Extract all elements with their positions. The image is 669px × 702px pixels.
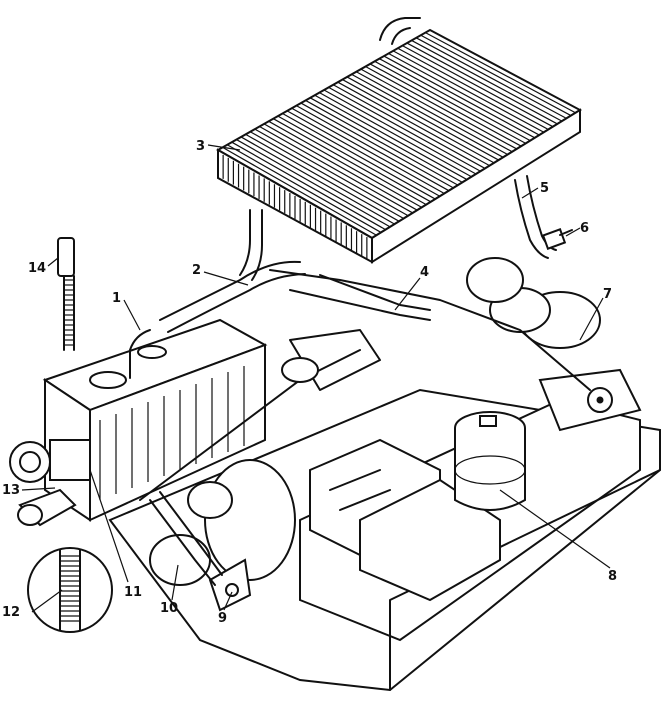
callout-6: 6 (580, 221, 589, 236)
refrigerant-hoses (159, 175, 557, 333)
callout-10: 10 (160, 601, 178, 616)
detail-circle (27, 547, 113, 633)
leader-lines (21, 144, 611, 613)
callout-14: 14 (28, 261, 46, 276)
vent-tube (57, 237, 75, 351)
callout-12: 12 (2, 605, 20, 620)
sensor-switch (541, 228, 573, 250)
refrigerant-tubes (139, 269, 591, 501)
callout-11: 11 (124, 585, 142, 600)
callout-2: 2 (192, 263, 201, 278)
callout-8: 8 (608, 569, 617, 584)
engine-pulleys (149, 329, 381, 586)
left-fittings (9, 439, 91, 527)
callout-3: 3 (196, 139, 205, 154)
intake-manifold (309, 438, 501, 602)
belt-tensioner (149, 491, 252, 612)
receiver-drier (454, 411, 526, 511)
callout-9: 9 (218, 611, 227, 626)
compressor (466, 257, 642, 432)
callout-4: 4 (420, 265, 429, 280)
callout-5: 5 (540, 181, 549, 196)
callout-13: 13 (2, 483, 20, 498)
callout-1: 1 (112, 291, 121, 306)
radiator-core (215, 17, 583, 264)
callout-7: 7 (603, 287, 612, 302)
